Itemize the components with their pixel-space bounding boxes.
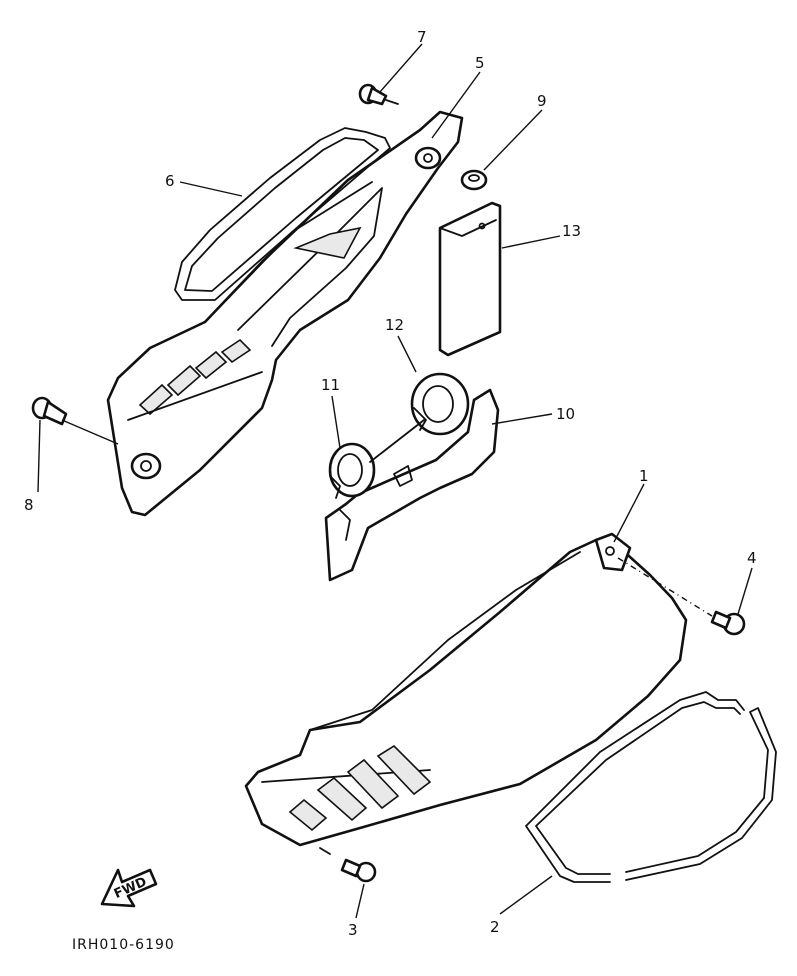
- bracket-10: [324, 388, 500, 582]
- callout-7: 7: [417, 28, 427, 46]
- bolt-8: [31, 396, 68, 426]
- drawing-code: IRH010-6190: [72, 937, 175, 953]
- callout-3: 3: [348, 921, 358, 939]
- seal-lower: [525, 691, 777, 883]
- clip-link-rod: [369, 419, 425, 463]
- callout-8: 8: [24, 496, 34, 514]
- callout-6: 6: [165, 172, 175, 190]
- clip-12: [410, 372, 470, 436]
- right-side-cover: [244, 532, 688, 847]
- clip-11: [328, 442, 376, 499]
- callout-10: 10: [556, 405, 575, 423]
- bolt-7: [358, 83, 399, 106]
- callout-11: 11: [321, 376, 340, 394]
- left-side-cover: [106, 110, 464, 517]
- bolt-4-axis: [617, 557, 713, 617]
- fwd-arrow-icon: FWD: [100, 868, 158, 908]
- bolt-4: [710, 610, 746, 636]
- callout-9: 9: [537, 92, 547, 110]
- bolt-3: [319, 847, 377, 883]
- nut-9: [460, 169, 488, 191]
- callout-13: 13: [562, 222, 581, 240]
- callout-1: 1: [639, 467, 649, 485]
- callout-2: 2: [490, 918, 500, 936]
- seal-upper: [174, 127, 391, 301]
- pouch-13: [438, 201, 502, 357]
- leader-lines: [37, 43, 753, 919]
- callout-5: 5: [475, 54, 485, 72]
- callout-4: 4: [747, 549, 757, 567]
- callout-12: 12: [385, 316, 404, 334]
